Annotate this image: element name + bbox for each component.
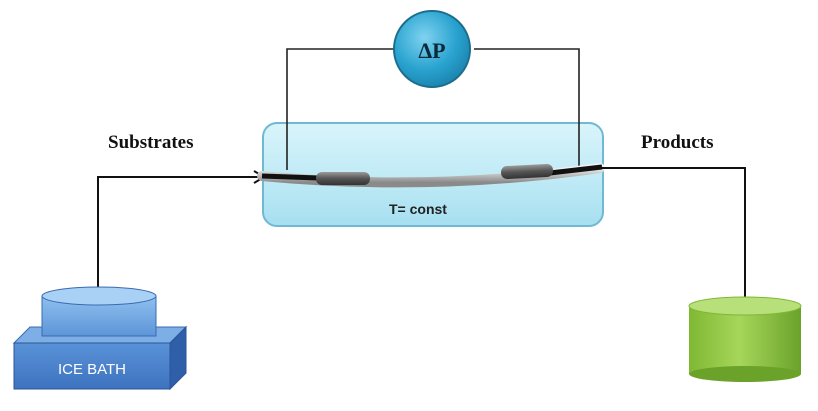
temperature-label: T= const	[389, 201, 447, 217]
product-container	[688, 296, 802, 382]
inlet-line	[97, 176, 262, 312]
tube-sleeve-left	[316, 172, 370, 185]
pressure-label: ΔP	[418, 38, 445, 63]
products-label: Products	[641, 132, 713, 153]
ice-bath-label: ICE BATH	[58, 361, 126, 378]
ice-bath: ICE BATH	[12, 286, 188, 391]
substrates-label: Substrates	[108, 132, 194, 153]
pressure-line	[286, 48, 580, 170]
tube-sleeve-right	[501, 163, 554, 180]
tube-outlet-segment	[549, 164, 603, 176]
pressure-gauge	[393, 10, 471, 88]
outlet-line	[602, 167, 746, 350]
tube-inlet-segment	[261, 173, 319, 181]
